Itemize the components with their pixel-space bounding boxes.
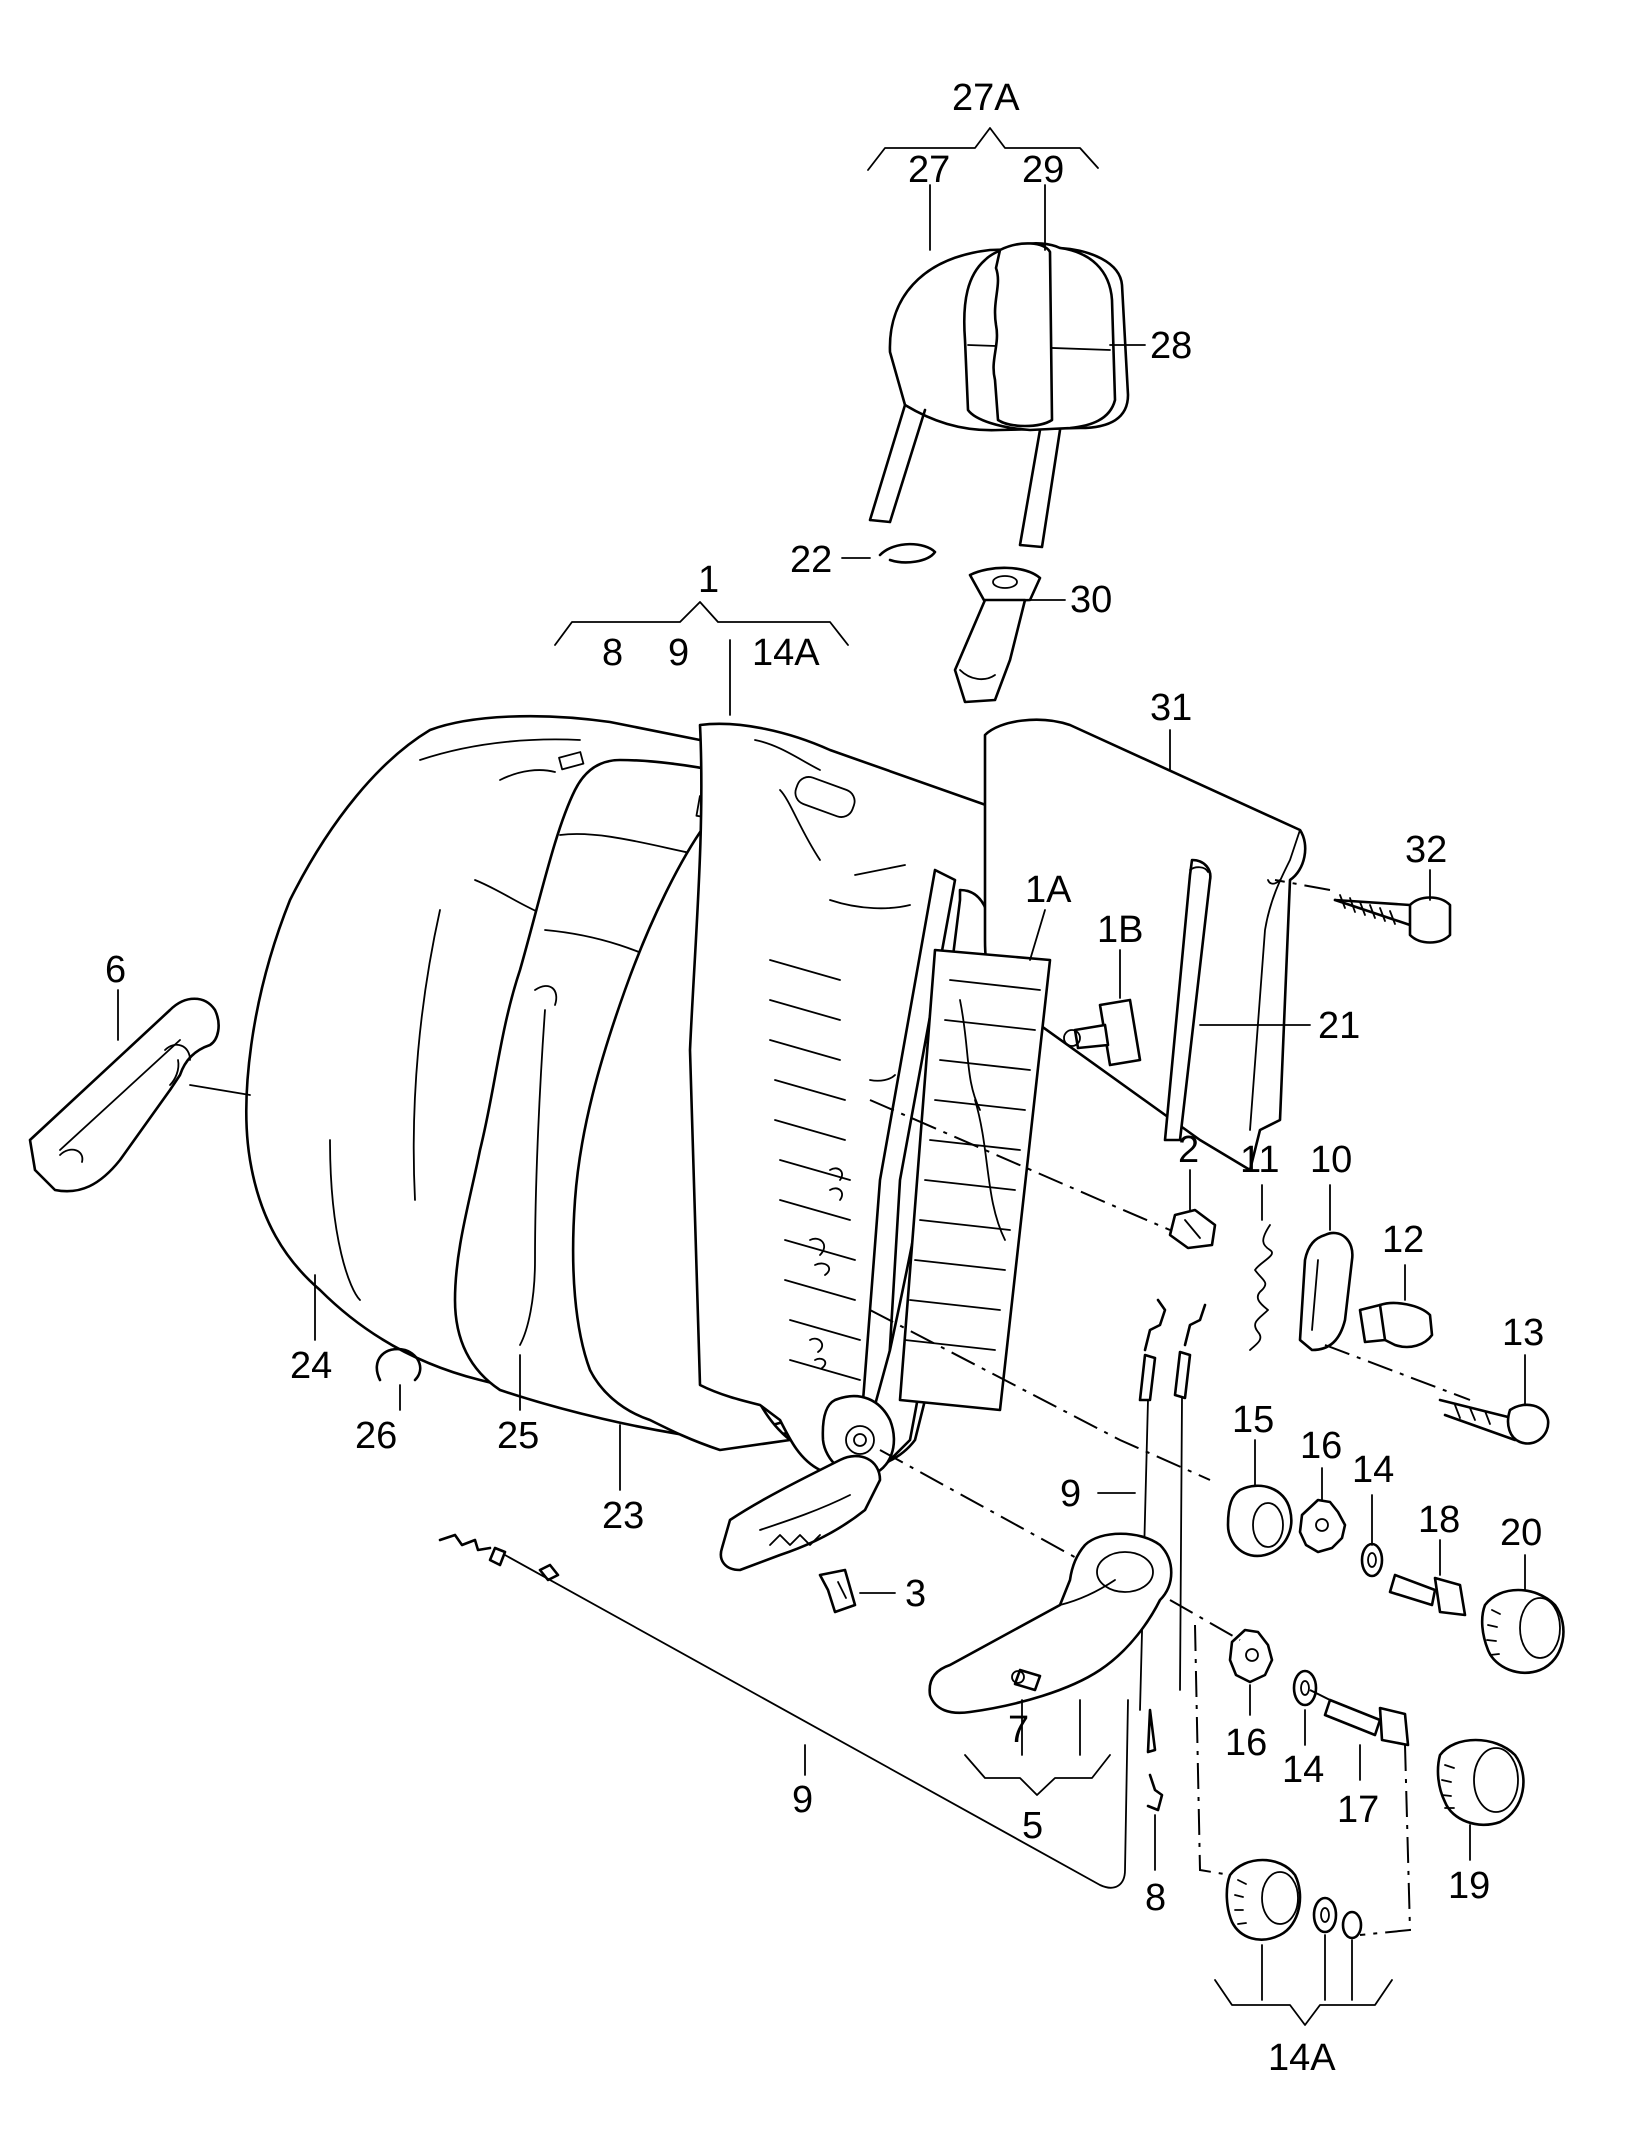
callout-2: 2 [1178, 1129, 1199, 1171]
knob-assembly-14a [1225, 1858, 1363, 1941]
callout-23: 23 [602, 1495, 644, 1537]
clip-part-26 [375, 1347, 422, 1382]
callout-8-upper: 8 [602, 632, 623, 674]
callout-12: 12 [1382, 1219, 1424, 1261]
callout-7: 7 [1008, 1709, 1029, 1751]
recliner-bracket [719, 1454, 882, 1572]
guide-sleeve-30 [953, 566, 1042, 704]
callout-16-upper: 16 [1300, 1425, 1342, 1467]
spring-part-11 [1249, 1224, 1273, 1351]
knob-part-19 [1436, 1738, 1525, 1827]
callout-3: 3 [905, 1573, 926, 1615]
callout-14-lower: 14 [1282, 1749, 1324, 1791]
strip-part-21 [1163, 858, 1212, 1142]
callout-11: 11 [1240, 1139, 1279, 1181]
callout-1b: 1B [1097, 909, 1143, 951]
callout-15: 15 [1232, 1399, 1274, 1441]
screw-part-13 [1324, 1344, 1550, 1445]
callout-31: 31 [1150, 687, 1192, 729]
callout-8-lower: 8 [1145, 1877, 1166, 1919]
bolt-part-18 [1388, 1573, 1467, 1617]
callout-32: 32 [1405, 829, 1447, 871]
callout-labels: 27A 27 29 28 22 30 1 8 9 14A 31 32 1A 1B… [105, 77, 1544, 2079]
board-1a [898, 948, 1052, 1412]
callout-18: 18 [1418, 1499, 1460, 1541]
leader-lines [117, 127, 1526, 2026]
callout-14a-upper: 14A [752, 632, 820, 674]
clip-part-3 [818, 1568, 857, 1614]
callout-10: 10 [1310, 1139, 1352, 1181]
callout-20: 20 [1500, 1512, 1542, 1554]
callout-30: 30 [1070, 579, 1112, 621]
callout-9-right: 9 [1060, 1473, 1081, 1515]
washer-part-14-lower [1292, 1669, 1318, 1707]
callout-13: 13 [1502, 1312, 1544, 1354]
callout-6: 6 [105, 949, 126, 991]
callout-24: 24 [290, 1345, 332, 1387]
washer-part-15 [1226, 1484, 1293, 1558]
callout-17: 17 [1337, 1789, 1379, 1831]
callout-29: 29 [1022, 149, 1064, 191]
callout-1: 1 [698, 559, 719, 601]
knob-part-20 [1480, 1588, 1565, 1675]
callout-28: 28 [1150, 325, 1192, 367]
washer-part-14-upper [1360, 1542, 1384, 1578]
cog-part-16-upper [1298, 1498, 1347, 1554]
callout-27a: 27A [952, 77, 1020, 119]
callout-26: 26 [355, 1415, 397, 1457]
callout-14a-lower: 14A [1268, 2037, 1336, 2079]
clip-part-22 [878, 542, 937, 564]
cog-part-16-lower [1228, 1628, 1274, 1684]
callout-21: 21 [1318, 1005, 1360, 1047]
callout-22: 22 [790, 539, 832, 581]
callout-1a: 1A [1025, 869, 1072, 911]
headrest [868, 242, 1130, 549]
callout-19: 19 [1448, 1865, 1490, 1907]
handle-part-12 [1358, 1301, 1434, 1349]
callout-14-upper: 14 [1352, 1449, 1394, 1491]
clip-part-2 [1168, 1208, 1217, 1250]
trim-cover-6 [28, 997, 251, 1193]
bolt-part-17 [1323, 1698, 1410, 1747]
clip-part-1b [1063, 998, 1142, 1067]
handle-cover-10 [1298, 1231, 1354, 1352]
callout-16-lower: 16 [1225, 1722, 1267, 1764]
callout-27: 27 [908, 149, 950, 191]
callout-9-lower: 9 [792, 1779, 813, 1821]
callout-5: 5 [1022, 1805, 1043, 1847]
cable-part-9-lower [438, 1533, 1129, 1889]
cable-part-8-lower [1146, 1708, 1164, 1812]
callout-9-upper: 9 [668, 632, 689, 674]
callout-25: 25 [497, 1415, 539, 1457]
recliner-lever-5 [928, 1532, 1173, 1715]
screw-part-32 [1274, 879, 1452, 944]
